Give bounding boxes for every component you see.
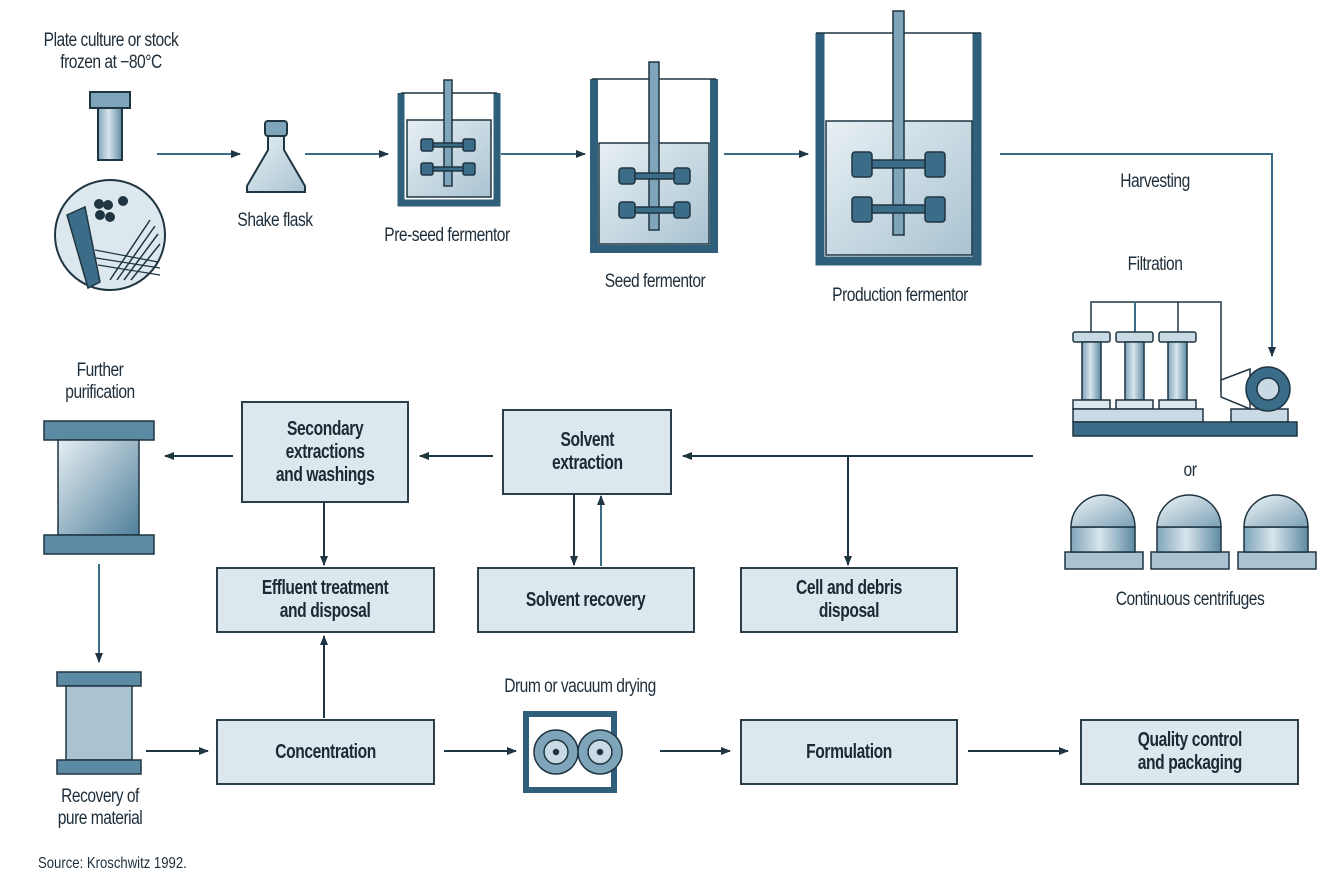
effluent-treatment-text: Effluent treatment and disposal [262,577,389,622]
concentration-text: Concentration [275,740,376,763]
recovery-column-icon [56,671,142,775]
petri-dish-icon [54,179,166,291]
solvent-recovery-text: Solvent recovery [526,588,646,611]
drum-drying-label: Drum or vacuum drying [504,676,656,697]
continuous-centrifuges-label: Continuous centrifuges [1115,589,1265,610]
secondary-extractions-box: Secondary extractions and washings [241,401,409,503]
formulation-box: Formulation [740,719,958,785]
production-fermentor-icon [815,10,982,266]
further-purification-column-icon [43,420,155,555]
upstream-flow-arrows [157,150,1276,357]
solvent-recovery-box: Solvent recovery [477,567,695,633]
cell-debris-disposal-text: Cell and debris disposal [796,577,902,622]
quality-control-text: Quality control and packaging [1137,729,1242,774]
source-citation: Source: Kroschwitz 1992. [38,855,187,872]
quality-control-box: Quality control and packaging [1080,719,1299,785]
solvent-extraction-text: Solvent extraction [551,429,623,474]
concentration-box: Concentration [216,719,435,785]
effluent-treatment-box: Effluent treatment and disposal [216,567,435,633]
recovery-pure-material-label: Recovery of pure material [57,786,143,829]
drum-dryer-icon [523,711,623,793]
centrifuges-icon [1064,494,1317,570]
harvesting-label: Harvesting [1120,171,1190,192]
pre-seed-fermentor-icon [397,79,501,207]
filtration-label: Filtration [1127,254,1183,275]
further-purification-label: Further purification [65,360,135,403]
seed-fermentor-icon [590,61,718,253]
solvent-extraction-box: Solvent extraction [502,409,672,495]
filtration-unit-icon [1072,301,1298,437]
seed-fermentor-label: Seed fermentor [604,271,706,292]
stock-culture-label: Plate culture or stock frozen at −80°C [43,30,179,73]
downstream-flow-arrows [95,452,1069,755]
production-fermentor-label: Production fermentor [832,285,968,306]
formulation-text: Formulation [806,740,892,763]
shake-flask-icon [246,120,306,193]
shake-flask-label: Shake flask [237,210,313,231]
cell-debris-disposal-box: Cell and debris disposal [740,567,958,633]
or-label: or [1183,460,1197,481]
secondary-extractions-text: Secondary extractions and washings [275,417,375,486]
vial-icon [89,91,131,161]
pre-seed-fermentor-label: Pre-seed fermentor [384,225,510,246]
